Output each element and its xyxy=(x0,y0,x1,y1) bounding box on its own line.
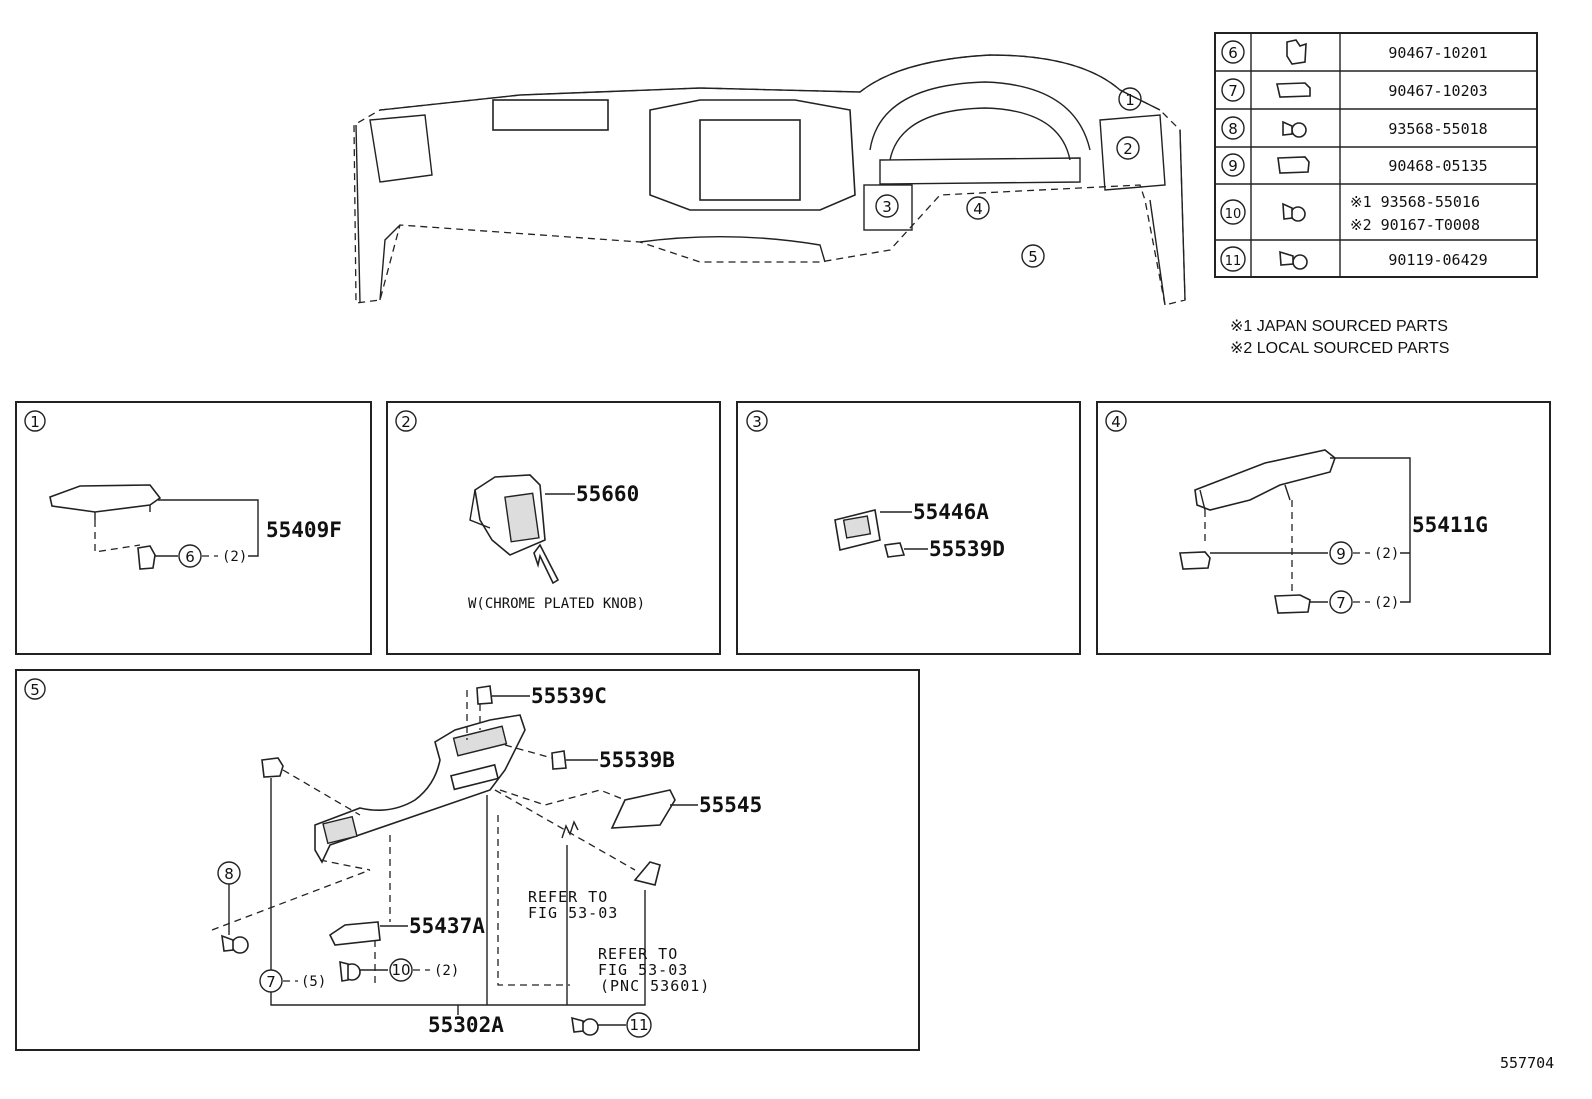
clip-icon xyxy=(1276,82,1311,98)
panel4-part-number: 55411G xyxy=(1412,513,1488,537)
panel4-ref-b: 7 xyxy=(1336,594,1346,612)
fastener-table: 6 7 8 9 10 11 90467-10201 90467-10203 93… xyxy=(1214,32,1538,278)
screw-icon xyxy=(339,960,361,982)
table-part-7: 90467-10203 xyxy=(1388,82,1487,100)
overview-callout-3: 3 xyxy=(882,198,892,216)
trim-part xyxy=(328,921,381,946)
clip-part xyxy=(476,685,493,705)
refer-note-1-line-1: REFER TO xyxy=(528,888,608,906)
panel3-part-a: 55446A xyxy=(913,500,989,524)
panel-number-2: 2 xyxy=(401,413,411,431)
refer-note-2-line-2: FIG 53-03 xyxy=(598,961,688,979)
spring-part xyxy=(561,820,579,839)
table-ref-8: 8 xyxy=(1228,120,1238,138)
panel5-ref-7-qty: (5) xyxy=(301,974,326,990)
clip-part xyxy=(137,545,156,570)
panel-number-5: 5 xyxy=(30,681,40,699)
overview-callout-1: 1 xyxy=(1125,91,1135,109)
panel-number-4: 4 xyxy=(1111,413,1121,431)
overview-callout-4: 4 xyxy=(973,200,983,218)
bolt-icon xyxy=(1279,250,1308,270)
table-ref-10: 10 xyxy=(1225,207,1242,222)
panel5-part-55302A: 55302A xyxy=(428,1013,504,1037)
refer-note-1-line-2: FIG 53-03 xyxy=(528,904,618,922)
knob-part xyxy=(469,474,546,556)
panel4-ref-a: 9 xyxy=(1336,545,1346,563)
cover-part xyxy=(49,484,162,513)
panel1-part-number: 55409F xyxy=(266,518,342,542)
clip-icon xyxy=(1277,156,1310,174)
arrow-icon xyxy=(533,543,560,585)
detail-panel-4: 4 9 (2) 7 (2) 55411G xyxy=(1096,401,1551,655)
clip-part xyxy=(551,750,567,770)
detail-panel-5: 5 55539C 55539B 55545 55437A 8 xyxy=(15,669,920,1051)
overview-callout-2: 2 xyxy=(1123,140,1133,158)
clip-icon xyxy=(1286,39,1307,65)
table-part-6: 90467-10201 xyxy=(1388,44,1487,62)
panel1-qty: (2) xyxy=(222,549,247,565)
table-ref-9: 9 xyxy=(1228,157,1238,175)
panel4-qty-b: (2) xyxy=(1374,595,1399,611)
screw-icon xyxy=(1282,120,1307,138)
screw-icon xyxy=(221,934,249,954)
clip-part xyxy=(1274,594,1311,614)
panel2-part-number: 55660 xyxy=(576,482,639,506)
panel5-ref-10: 10 xyxy=(391,961,410,979)
screw-icon xyxy=(1282,202,1306,222)
panel5-part-55437A: 55437A xyxy=(409,914,485,938)
panel5-ref-10-qty: (2) xyxy=(434,963,459,979)
panel-number-1: 1 xyxy=(30,413,40,431)
bracket-part xyxy=(633,861,661,886)
refer-note-2-line-3: (PNC 53601) xyxy=(600,977,710,995)
overview-callout-5: 5 xyxy=(1028,248,1038,266)
table-ref-7: 7 xyxy=(1228,82,1238,100)
table-part-10-local: ※2 90167-T0008 xyxy=(1350,216,1480,234)
table-part-11: 90119-06429 xyxy=(1388,251,1487,269)
note-japan-sourced: ※1 JAPAN SOURCED PARTS xyxy=(1230,318,1448,335)
cover-part xyxy=(610,789,676,829)
table-part-9: 90468-05135 xyxy=(1388,157,1487,175)
clip-part xyxy=(261,757,284,778)
panel2-caption: W(CHROME PLATED KNOB) xyxy=(468,596,645,612)
panel5-part-55545: 55545 xyxy=(699,793,762,817)
refer-note-2-line-1: REFER TO xyxy=(598,945,678,963)
table-part-10-japan: ※1 93568-55016 xyxy=(1350,193,1480,211)
panel5-part-55539C: 55539C xyxy=(531,684,607,708)
panel5-part-55539B: 55539B xyxy=(599,748,675,772)
bolt-icon xyxy=(571,1016,599,1036)
table-ref-11: 11 xyxy=(1225,254,1242,269)
panel4-qty-a: (2) xyxy=(1374,546,1399,562)
panel1-ref: 6 xyxy=(185,548,195,566)
bezel-part xyxy=(834,509,881,551)
instrument-panel-overview: 1 2 3 4 5 xyxy=(353,54,1186,306)
table-part-8: 93568-55018 xyxy=(1388,120,1487,138)
panel5-ref-11: 11 xyxy=(629,1016,648,1034)
panel5-ref-8: 8 xyxy=(224,865,234,883)
figure-id: 557704 xyxy=(1500,1054,1554,1072)
detail-panel-3: 3 55446A 55539D xyxy=(736,401,1081,655)
detail-panel-1: 1 6 (2) 55409F xyxy=(15,401,372,655)
detail-panel-2: 2 55660 W(CHROME PLATED KNOB) xyxy=(386,401,721,655)
clip-part xyxy=(884,542,906,558)
panel5-ref-7: 7 xyxy=(266,973,276,991)
note-local-sourced: ※2 LOCAL SOURCED PARTS xyxy=(1230,340,1449,357)
table-ref-6: 6 xyxy=(1228,44,1238,62)
panel-number-3: 3 xyxy=(752,413,762,431)
cover-part xyxy=(1194,449,1336,511)
clip-part xyxy=(1179,551,1211,570)
panel3-part-b: 55539D xyxy=(929,537,1005,561)
